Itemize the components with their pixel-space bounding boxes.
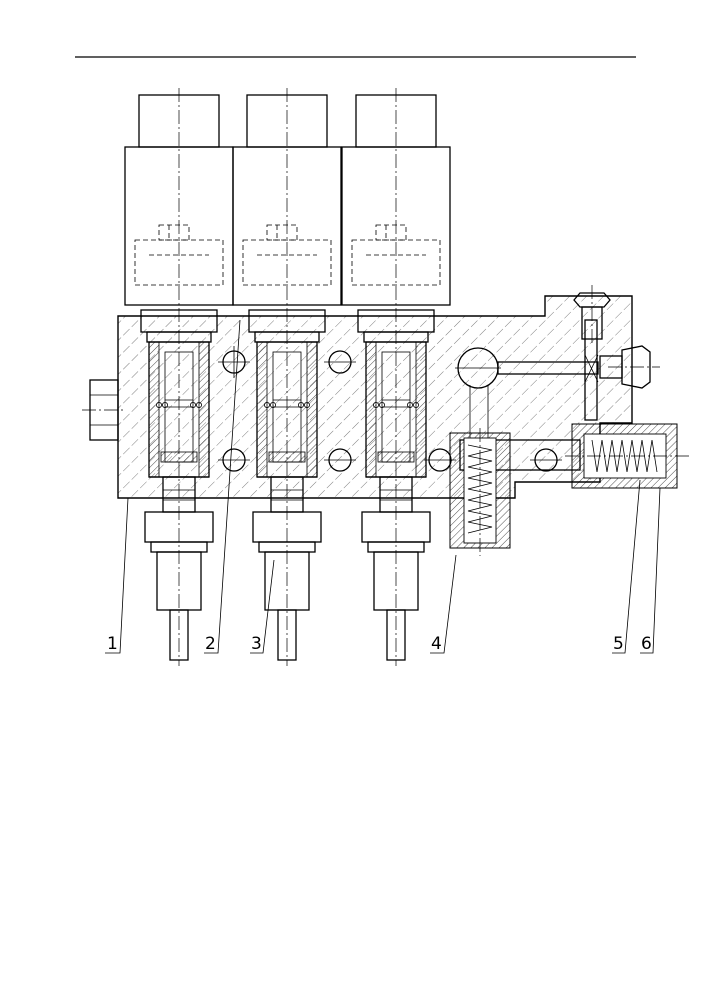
leader-lines bbox=[105, 319, 661, 654]
relief-valve-4 bbox=[449, 428, 511, 556]
spring-cartridge-5-6 bbox=[565, 423, 690, 489]
callout-5: 5 bbox=[613, 634, 624, 654]
side-fitting bbox=[599, 345, 660, 389]
callout-6: 6 bbox=[641, 634, 652, 654]
callout-4: 4 bbox=[431, 634, 442, 654]
left-plug bbox=[82, 379, 125, 441]
callout-3: 3 bbox=[251, 634, 262, 654]
callout-2: 2 bbox=[205, 634, 216, 654]
callout-1: 1 bbox=[107, 634, 118, 654]
top-fitting bbox=[573, 285, 611, 345]
